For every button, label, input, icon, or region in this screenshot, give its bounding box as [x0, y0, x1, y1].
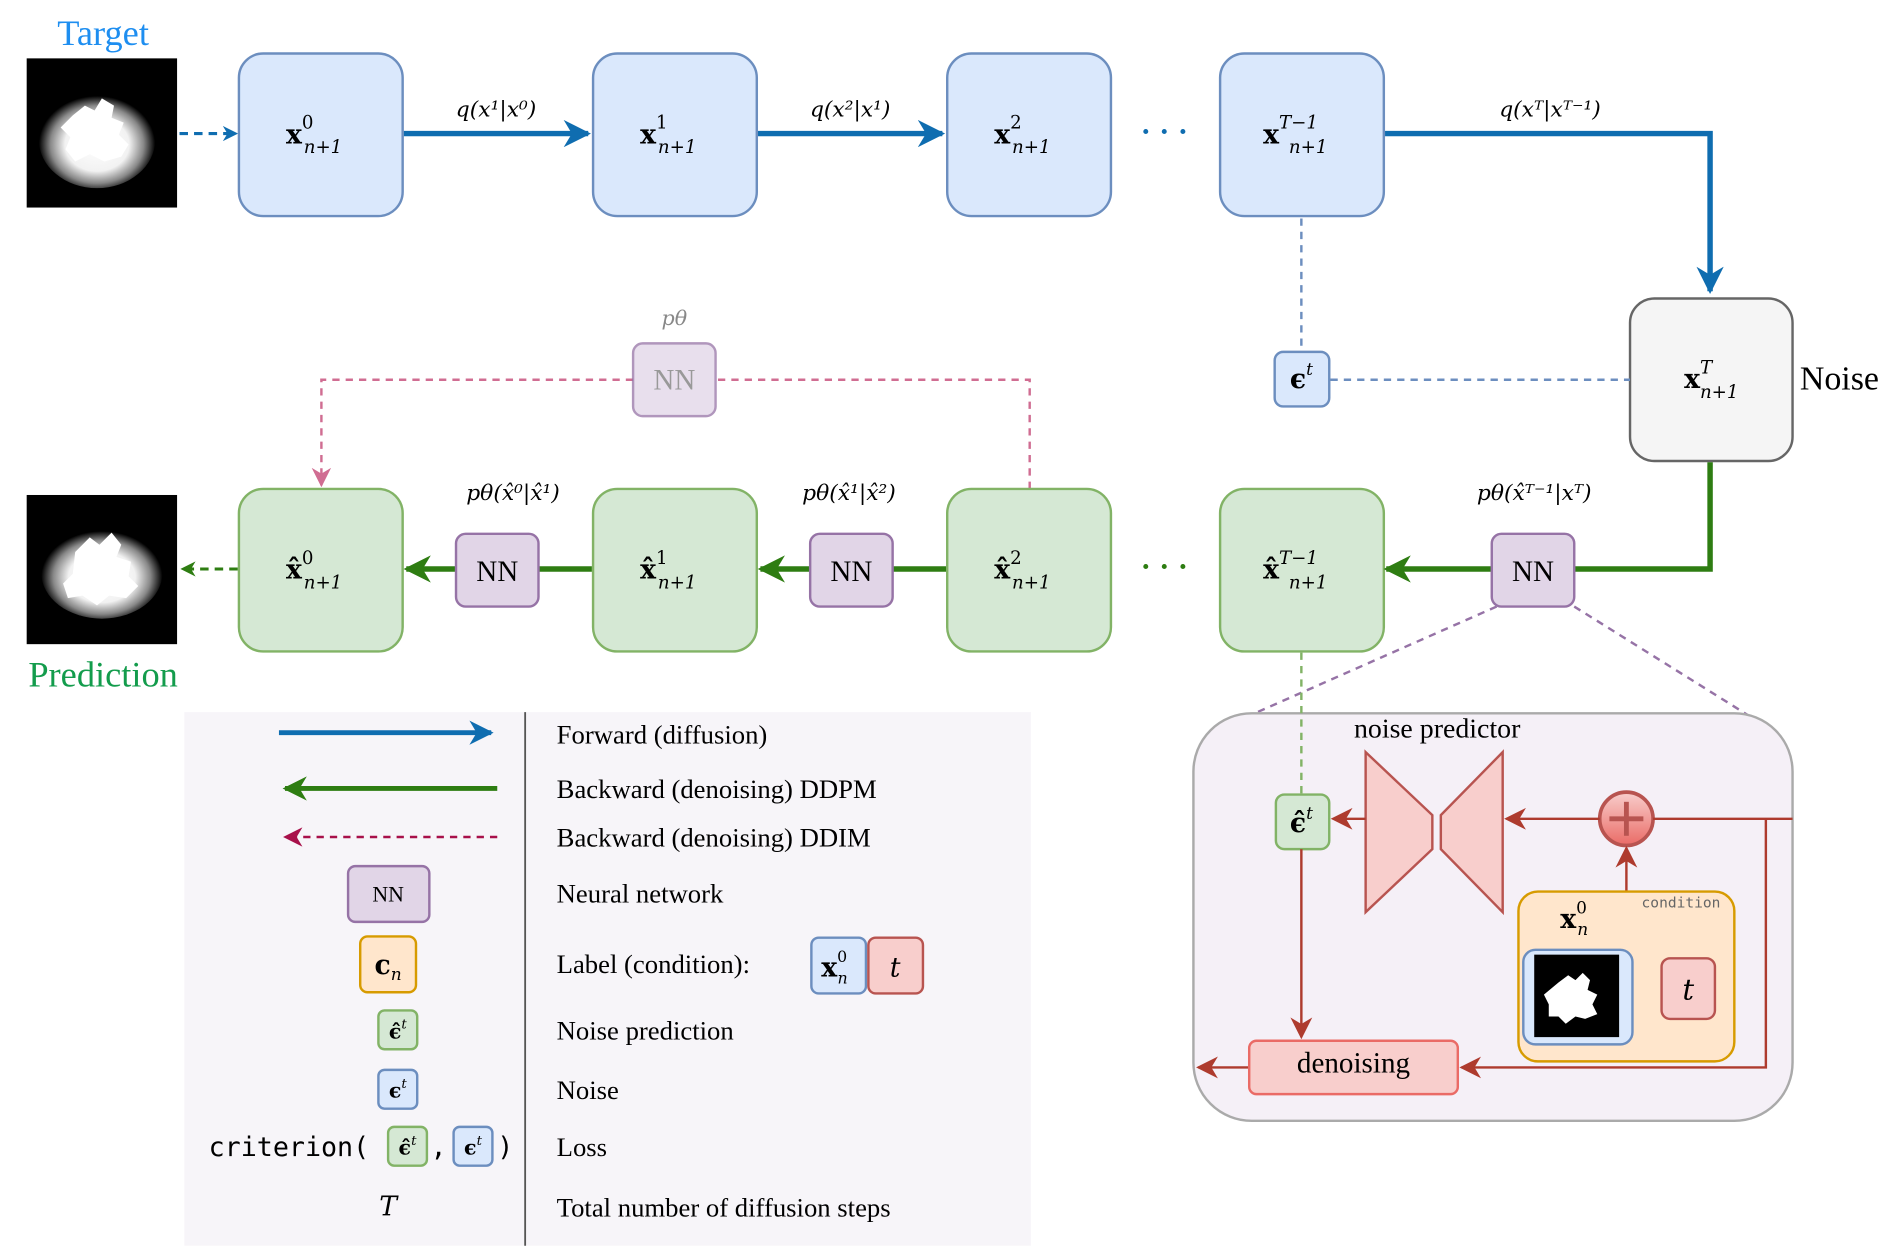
svg-text:): ): [497, 1132, 513, 1163]
unet-icon: [1364, 749, 1504, 916]
svg-text:xTn+1: xTn+1: [1684, 358, 1738, 403]
svg-text:x̂0n+1: x̂0n+1: [286, 548, 342, 593]
ddim-dashed-path: [716, 378, 1031, 489]
svg-text:cn: cn: [375, 950, 402, 985]
svg-text:t: t: [890, 952, 901, 983]
svg-text:condition: condition: [1642, 894, 1721, 911]
svg-text:NN: NN: [830, 556, 872, 588]
prediction-image: [26, 494, 178, 645]
eps-hat-box: ϵ̂t: [1274, 793, 1331, 851]
nn-box-T: NN: [1490, 532, 1576, 608]
svg-text:x0n: x0n: [1560, 898, 1588, 940]
legend-text-4: Label (condition):: [557, 949, 750, 979]
legend-eps-box: ϵt: [377, 1068, 419, 1110]
noise-predictor-label: noise predictor: [1354, 714, 1521, 745]
backward-edge-label-0: pθ(x̂⁰|x̂¹): [466, 481, 560, 506]
ddim-dashed-arrow: [311, 378, 634, 488]
svg-text:NN: NN: [653, 364, 695, 396]
legend-text-1: Backward (denoising) DDPM: [557, 774, 877, 804]
svg-text:NN: NN: [372, 882, 404, 906]
nn-detail-dashed-left: [1248, 605, 1498, 717]
legend-text-5: Noise prediction: [557, 1016, 734, 1046]
svg-text:NN: NN: [476, 556, 518, 588]
legend-text-2: Backward (denoising) DDIM: [557, 823, 871, 853]
legend-text-7: Loss: [557, 1132, 607, 1162]
svg-text:ϵt: ϵt: [464, 1134, 483, 1160]
svg-text:criterion(: criterion(: [209, 1132, 370, 1163]
legend-eps-hat-box: ϵ̂t: [377, 1009, 419, 1051]
svg-text:x0n+1: x0n+1: [286, 113, 342, 158]
svg-text:x̂1n+1: x̂1n+1: [640, 548, 696, 593]
forward-ellipsis: · · ·: [1141, 117, 1187, 148]
forward-edge-label-T: q(xᵀ|xᵀ⁻¹): [1499, 98, 1601, 123]
svg-text:x2n+1: x2n+1: [994, 113, 1050, 158]
forward-edge-label-0: q(x¹|x⁰): [456, 98, 536, 123]
legend-criterion: criterion( ϵ̂t , ϵt ): [209, 1125, 513, 1167]
eps-noise-box: ϵt: [1273, 350, 1331, 408]
svg-text:x̂2n+1: x̂2n+1: [994, 548, 1050, 593]
svg-text:x1n+1: x1n+1: [640, 113, 696, 158]
target-image: [26, 58, 178, 208]
legend-text-8: Total number of diffusion steps: [557, 1193, 891, 1223]
forward-arrow-T: [1385, 130, 1724, 294]
svg-text:x0n: x0n: [821, 947, 847, 988]
svg-text:ϵ̂t: ϵ̂t: [389, 1018, 408, 1044]
input-to-denoising-arrow: [1459, 818, 1768, 1079]
legend-T-symbol: T: [379, 1191, 399, 1222]
backward-edge-label-1: pθ(x̂¹|x̂²): [802, 481, 896, 506]
ddim-nn-box: NN: [631, 342, 717, 418]
svg-text:,: ,: [431, 1132, 447, 1163]
nn-detail-dashed-right: [1573, 605, 1750, 717]
prediction-label: Prediction: [28, 655, 178, 695]
svg-text:denoising: denoising: [1297, 1047, 1410, 1079]
svg-text:ϵ̂t: ϵ̂t: [399, 1134, 418, 1160]
svg-text:ϵt: ϵt: [389, 1077, 408, 1103]
nn-box-1: NN: [808, 532, 894, 608]
svg-text:xT−1n+1: xT−1n+1: [1263, 113, 1327, 158]
denoising-box: denoising: [1247, 1039, 1460, 1096]
nn-box-0: NN: [454, 532, 540, 608]
p-theta-label: pθ: [662, 306, 688, 330]
svg-text:NN: NN: [1512, 556, 1554, 588]
noise-label: Noise: [1800, 360, 1879, 397]
legend-text-6: Noise: [557, 1075, 619, 1105]
svg-text:x̂T−1n+1: x̂T−1n+1: [1263, 548, 1327, 593]
forward-edge-label-1: q(x²|x¹): [810, 98, 890, 123]
svg-text:t: t: [1682, 973, 1694, 1007]
svg-text:ϵt: ϵt: [1290, 360, 1313, 395]
svg-text:ϵ̂t: ϵ̂t: [1290, 804, 1313, 839]
backward-edge-label-T: pθ(x̂ᵀ⁻¹|xᵀ): [1477, 481, 1592, 506]
legend-nn-box: NN: [346, 864, 431, 924]
target-label: Target: [57, 13, 149, 53]
legend-text-3: Neural network: [557, 878, 724, 908]
plus-icon: [1597, 790, 1655, 848]
backward-ellipsis: · · ·: [1141, 552, 1187, 583]
legend-text-0: Forward (diffusion): [557, 720, 768, 750]
legend-cn-box: cn: [358, 935, 418, 994]
backward-arrow-T: [1574, 462, 1713, 572]
